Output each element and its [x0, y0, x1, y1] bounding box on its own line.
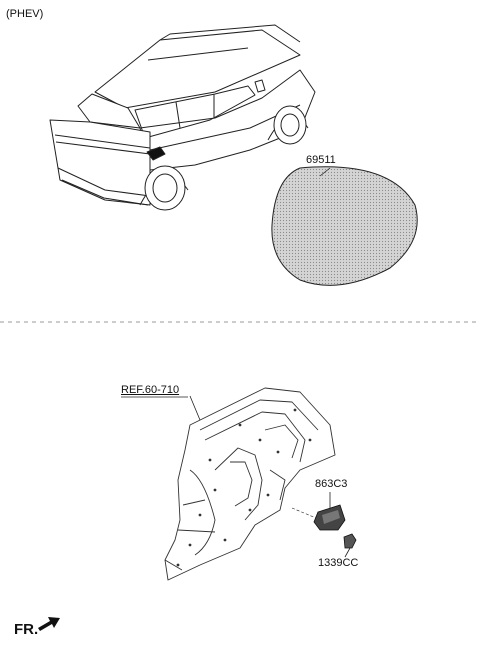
leader-bracket-to-panel: [291, 507, 317, 519]
vehicle-illustration: [49, 24, 316, 211]
front-direction-label: FR.: [14, 621, 39, 638]
fuel-door-panel: [271, 166, 418, 286]
leader-ref: [189, 395, 201, 421]
clip-1339cc: [343, 533, 357, 549]
leader-1339cc: [344, 547, 351, 558]
part-reference-label: REF.60-710: [121, 384, 180, 396]
quarter-inner-panel: [164, 387, 336, 581]
bracket-863c3: [313, 504, 346, 531]
front-direction-arrow-icon: [38, 617, 60, 631]
variant-label: (PHEV): [6, 8, 44, 20]
part-number-clip: 1339CC: [318, 557, 359, 569]
part-number-fuel-door: 69511: [306, 154, 336, 166]
part-number-bracket: 863C3: [315, 478, 348, 490]
leader-69511: [319, 167, 331, 177]
